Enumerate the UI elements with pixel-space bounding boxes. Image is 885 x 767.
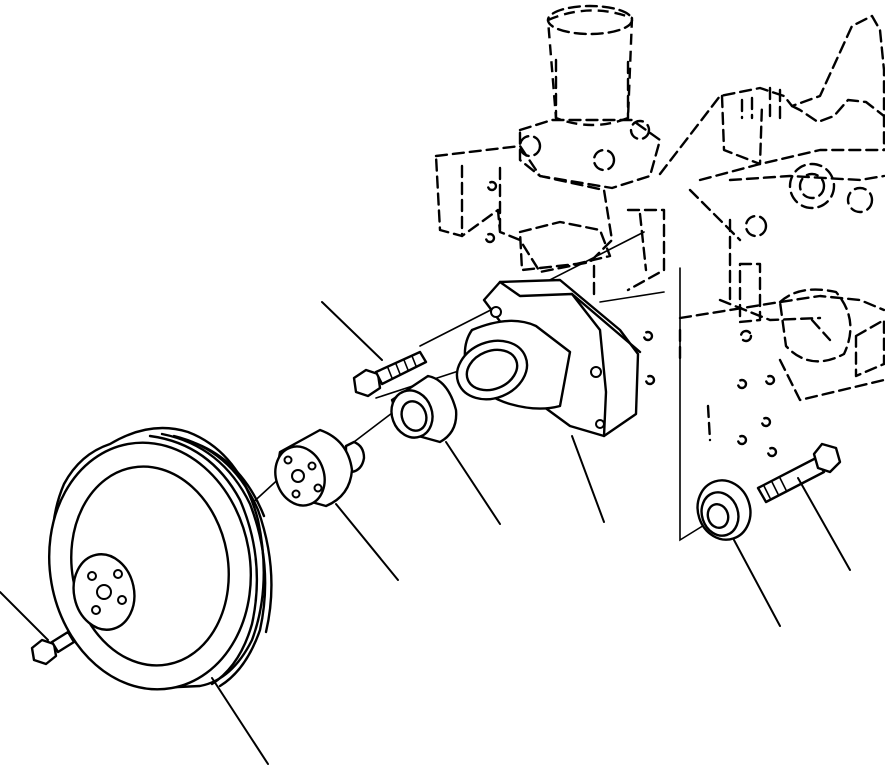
- housing-bolt: [352, 350, 428, 398]
- idler-pulley: [696, 479, 752, 541]
- leader-lines: [0, 301, 851, 765]
- water-pump-housing: [455, 278, 642, 438]
- bearing: [390, 374, 458, 444]
- fan-pulley: [47, 426, 273, 691]
- pulley-bolt: [30, 630, 76, 666]
- pump-hub: [274, 428, 366, 508]
- idler-bolt: [756, 442, 842, 504]
